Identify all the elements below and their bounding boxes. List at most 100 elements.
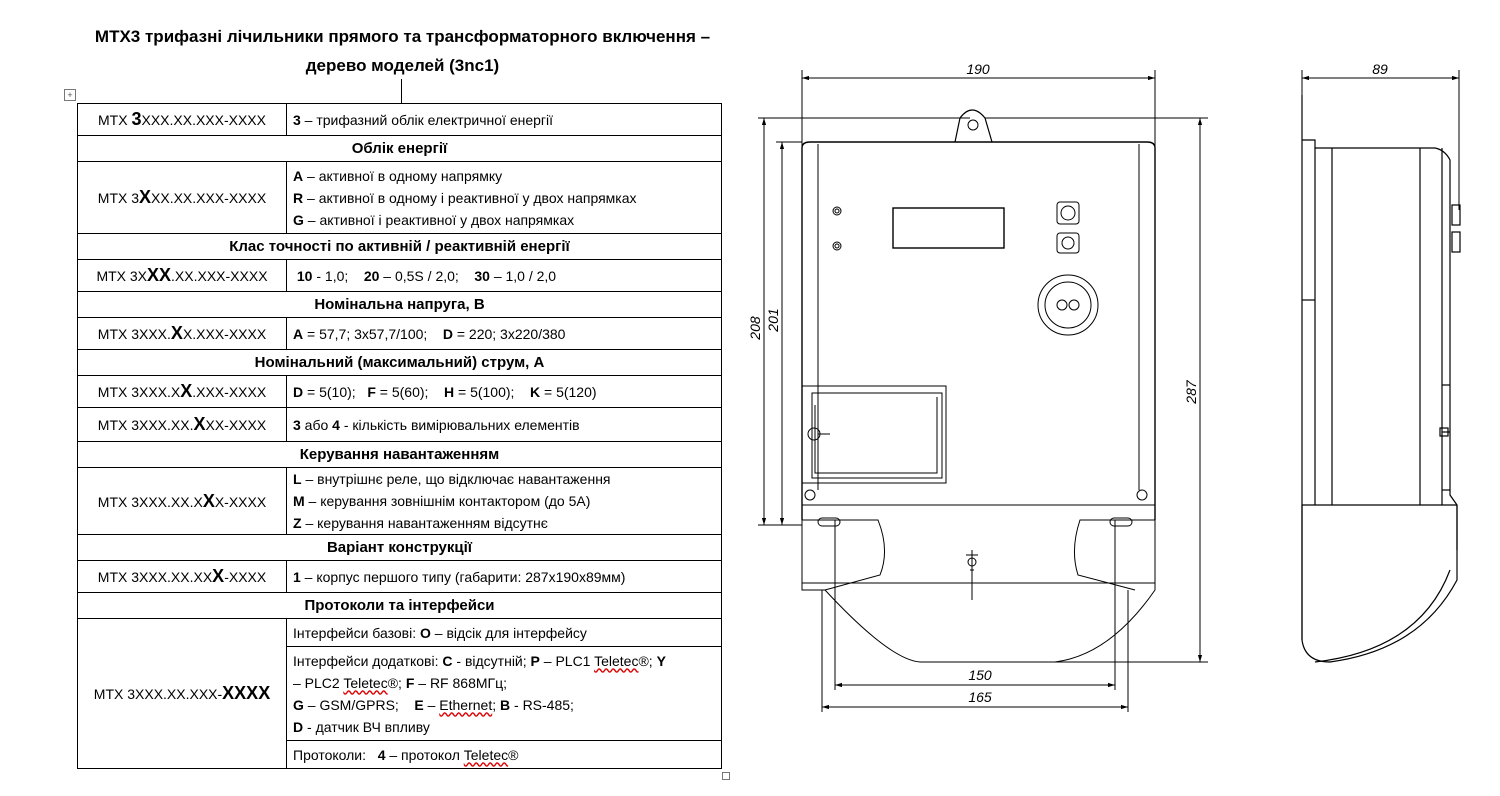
description-text: – xyxy=(423,696,440,713)
description-cell: Інтерфейси додаткові: C - відсутній; P –… xyxy=(286,646,722,741)
table-resize-handle-icon[interactable] xyxy=(722,772,730,780)
dim-mount-165: 165 xyxy=(968,689,992,705)
description-cell: Інтерфейси базові: O – відсік для інтерф… xyxy=(286,618,722,647)
description-line: L – внутрішнє реле, що відключає наванта… xyxy=(293,468,715,490)
table-row: MTX 3XXX.XX.XXX-XXXX 10 - 1,0; 20 – 0,5S… xyxy=(77,259,722,292)
model-code-prefix: MTX 3XXX.XX.X xyxy=(97,493,203,510)
description-text: – трифазний облік електричної енергії xyxy=(300,111,554,128)
section-header-row: Номінальний (максимальний) струм, А xyxy=(77,349,722,376)
dim-mount-150: 150 xyxy=(968,667,992,683)
brand-name: Ethernet xyxy=(439,696,493,713)
brand-name: Teletec xyxy=(594,652,639,669)
model-code-suffix: XX-XXXX xyxy=(205,417,267,433)
model-code-suffix: -XXXX xyxy=(224,569,267,585)
option-code: R xyxy=(293,189,304,206)
option-code: D xyxy=(293,383,304,400)
model-code-cell: MTX 3XXX.XX.XXX-XXXX xyxy=(77,407,287,442)
description-text: – внутрішнє реле, що відключає навантаже… xyxy=(301,471,611,487)
model-code-cell: MTX 3XXX.XX.XXX-XXXX xyxy=(77,560,287,593)
description-text: ® xyxy=(508,746,519,763)
description-text: – GSM/GPRS; xyxy=(303,696,415,713)
description-cell: D = 5(10); F = 5(60); H = 5(100); K = 5(… xyxy=(286,375,722,408)
option-code: H xyxy=(443,383,455,400)
model-code-cell: MTX 3XXX.XX.XXX-XXXX xyxy=(77,618,287,769)
meter-technical-drawing: 190 89 208 201 287 150 165 xyxy=(747,61,1461,712)
model-code-position: X xyxy=(170,323,183,343)
model-code-prefix: MTX 3X xyxy=(96,268,148,284)
description-line: Інтерфейси додаткові: C - відсутній; P –… xyxy=(293,650,715,672)
option-code: G xyxy=(293,696,304,713)
description-text: - відсутній; xyxy=(452,652,531,669)
table-row: MTX 3XXX.XX.XXX-XXXX A = 57,7; 3х57,7/100… xyxy=(77,317,722,350)
model-code-position: X xyxy=(180,381,193,401)
model-code-position: XXXX xyxy=(222,683,271,703)
description-line: A = 57,7; 3х57,7/100; D = 220; 3х220/380 xyxy=(293,323,715,345)
description-text: – відсік для інтерфейсу xyxy=(430,624,587,641)
option-code: 30 xyxy=(474,267,490,284)
option-code: K xyxy=(529,383,541,400)
description-line: Інтерфейси базові: O – відсік для інтерф… xyxy=(293,622,715,644)
description-cell: 1 – корпус першого типу (габарити: 287х1… xyxy=(286,560,722,593)
model-code-suffix: .XXX-XXXX xyxy=(192,384,267,400)
option-code: B xyxy=(500,696,511,713)
option-code: 20 xyxy=(363,267,380,284)
option-code: 4 xyxy=(332,416,340,433)
title-line-1: MTX3 трифазні лічильники прямого та тран… xyxy=(94,27,711,46)
option-code: L xyxy=(293,471,302,487)
table-row: MTX 3XXX.XX.XXX-XXXX Інтерфейси базові: O… xyxy=(77,618,722,769)
model-code-position: X xyxy=(193,414,206,434)
dim-depth-89: 89 xyxy=(1372,61,1388,77)
brand-name: Teletec xyxy=(343,674,388,691)
model-code-prefix: MTX 3XXX.X xyxy=(97,384,181,400)
model-code-suffix: XXX.XX.XXX-XXXX xyxy=(141,112,266,128)
option-code: O xyxy=(419,624,431,641)
section-header-row: Керування навантаженням xyxy=(77,441,722,468)
description-text: – PLC1 xyxy=(539,652,595,669)
option-code: 1 xyxy=(293,568,301,585)
option-code: F xyxy=(405,674,415,691)
option-code: G xyxy=(293,211,304,228)
description-text: = 5(100); xyxy=(454,383,530,400)
description-text: = 5(10); xyxy=(303,383,368,400)
description-text: – корпус першого типу (габарити: 287х190… xyxy=(300,568,626,585)
table-row: MTX 3XXX.XX.XXX-XXXX D = 5(10); F = 5(60)… xyxy=(77,375,722,408)
table-row: Інтерфейси додаткові: C - відсутній; P –… xyxy=(78,646,722,741)
description-line: – PLC2 Teletec®; F – RF 868МГц; xyxy=(293,672,715,694)
description-line: D = 5(10); F = 5(60); H = 5(100); K = 5(… xyxy=(293,381,715,403)
description-cell: 3 або 4 - кількість вимірювальних елемен… xyxy=(286,407,722,442)
description-text: – 0,5S / 2,0; xyxy=(379,267,475,284)
model-code-cell: MTX 3XXX.XX.XXX-XXXX xyxy=(77,375,287,408)
option-code: Y xyxy=(656,652,666,669)
brand-name: Teletec xyxy=(463,746,509,763)
description-line: Z – керування навантаженням відсутнє xyxy=(293,512,715,534)
description-text: – керування зовнішнім контактором (до 5А… xyxy=(304,493,591,509)
description-line: G – GSM/GPRS; E – Ethernet; B - RS-485; xyxy=(293,694,715,716)
dim-width-190: 190 xyxy=(966,61,990,77)
title-line-2: дерево моделей (3nc1) xyxy=(305,56,500,75)
model-code-prefix: MTX 3XXX.XX. xyxy=(97,417,194,433)
model-code-prefix: MTX 3XXX.XX.XXX- xyxy=(93,686,223,702)
section-header: Номінальний (максимальний) струм, А xyxy=(77,349,722,376)
section-header-row: Протоколи та інтерфейси xyxy=(77,592,722,619)
option-code: A xyxy=(293,325,304,342)
option-code: Z xyxy=(293,515,302,531)
model-code-cell: MTX 3XXX.XX.XXX-XXXX xyxy=(77,161,287,234)
dim-height-201: 201 xyxy=(765,308,781,332)
description-text: або xyxy=(300,416,333,433)
dim-height-208: 208 xyxy=(747,316,763,341)
table-move-handle-icon[interactable]: + xyxy=(64,89,76,101)
description-text: = 5(120) xyxy=(540,383,597,400)
section-header-row: Облік енергії xyxy=(77,135,722,162)
model-code-prefix: MTX 3 xyxy=(97,190,140,206)
model-code-prefix: MTX 3XXX. xyxy=(97,326,171,342)
dim-height-287: 287 xyxy=(1183,379,1199,405)
option-code: D xyxy=(442,325,453,342)
section-header: Клас точності по активній / реактивній е… xyxy=(77,233,722,260)
model-code-position: X xyxy=(202,490,215,511)
model-code-suffix: X.XXX-XXXX xyxy=(182,326,267,342)
model-code-suffix: XX.XX.XXX-XXXX xyxy=(151,190,267,206)
description-text: ®; xyxy=(387,674,406,691)
model-code-position: 3 xyxy=(131,109,142,129)
model-code-prefix: MTX xyxy=(98,112,132,128)
